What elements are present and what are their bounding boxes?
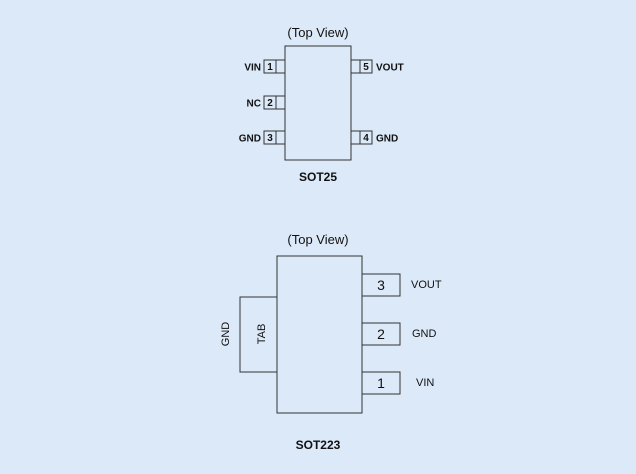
- sot223-pin-3-name: VOUT: [411, 279, 442, 291]
- sot223-pin-1-number: 1: [377, 375, 385, 391]
- sot25-pin-4-lead: [350, 130, 361, 145]
- sot25-pin-5-lead: [350, 59, 361, 74]
- sot25-pin-1: 1 VIN: [244, 59, 286, 74]
- sot223-tab-label: TAB: [256, 324, 268, 345]
- sot223-pin-2-number: 2: [377, 326, 385, 342]
- sot25-pin-5-name: VOUT: [376, 63, 404, 74]
- sot25-pin-5: 5 VOUT: [350, 59, 404, 74]
- sot25-pin-3-number: 3: [267, 133, 273, 144]
- sot25-pin-4-number-box: [359, 130, 373, 145]
- sot25-pin-3-name: GND: [239, 134, 261, 145]
- sot25-pin-2-number: 2: [267, 98, 273, 109]
- sot223-pin-3-box: [361, 273, 401, 297]
- sot223-tab-name: GND: [220, 322, 232, 347]
- sot25-pin-1-number: 1: [267, 62, 273, 73]
- sot25-pin-5-number-box: [359, 59, 373, 74]
- sot25-pin-1-name: VIN: [244, 63, 261, 74]
- sot25-package: (Top View) 1 VIN 2 NC 3 GND 5 V: [239, 25, 404, 184]
- sot223-view-label: (Top View): [287, 232, 348, 247]
- sot223-pin-2-box: [361, 322, 401, 346]
- sot223-tab: TAB GND: [220, 296, 278, 373]
- sot25-pin-4-name: GND: [376, 134, 398, 145]
- sot25-body: [284, 45, 352, 161]
- sot25-package-name: SOT25: [299, 170, 337, 184]
- sot223-pin-2-name: GND: [412, 328, 437, 340]
- sot223-pin-3: 3 VOUT: [361, 273, 442, 297]
- sot25-pin-3-lead: [275, 130, 286, 145]
- sot223-tab-box: [239, 296, 278, 373]
- sot223-pin-3-number: 3: [377, 277, 385, 293]
- sot25-pin-4: 4 GND: [350, 130, 398, 145]
- sot25-view-label: (Top View): [287, 25, 348, 40]
- sot25-pin-4-number: 4: [363, 133, 369, 144]
- sot25-pin-3: 3 GND: [239, 130, 286, 145]
- sot25-pin-5-number: 5: [363, 62, 369, 73]
- sot25-pin-1-lead: [275, 59, 286, 74]
- sot25-pin-2: 2 NC: [247, 95, 286, 110]
- sot223-pin-2: 2 GND: [361, 322, 437, 346]
- sot223-pin-1-name: VIN: [416, 377, 434, 389]
- sot223-pin-1: 1 VIN: [361, 371, 434, 395]
- sot223-package-name: SOT223: [296, 438, 341, 452]
- sot223-pin-1-box: [361, 371, 401, 395]
- sot223-body: [276, 255, 363, 414]
- sot25-pin-2-lead: [275, 95, 286, 110]
- sot25-pin-2-name: NC: [247, 99, 261, 110]
- sot223-package: (Top View) TAB GND 3 VOUT 2 GND 1 VIN SO…: [220, 232, 442, 452]
